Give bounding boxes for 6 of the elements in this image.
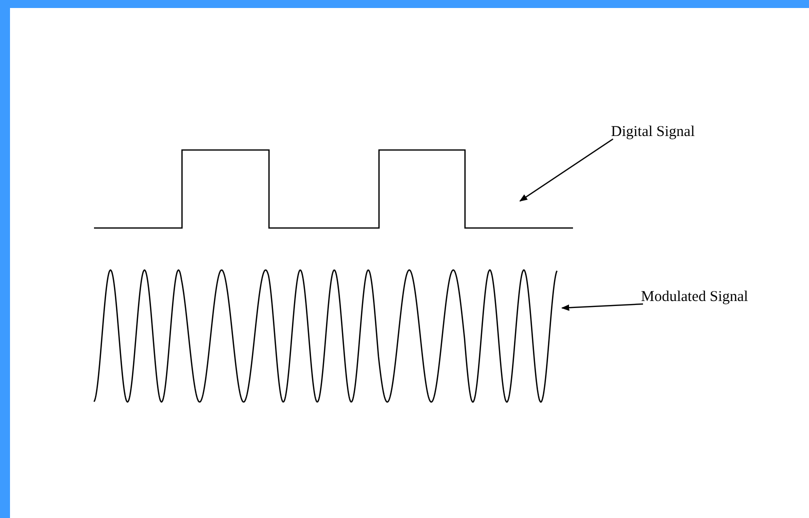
- signal-label: Modulated Signal: [641, 289, 748, 306]
- leader-line: [561, 303, 644, 311]
- signal-label: Digital Signal: [611, 124, 695, 141]
- modulated-wave-drawing: [93, 269, 558, 403]
- square-wave-drawing: [94, 149, 573, 229]
- leader-line: [519, 138, 614, 202]
